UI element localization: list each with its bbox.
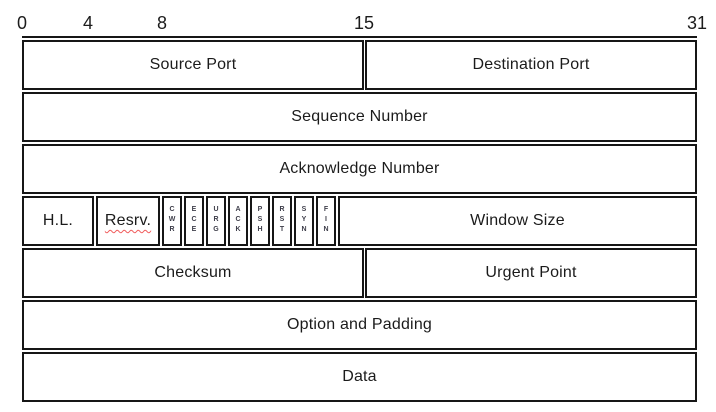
flag-syn-label: SYN — [300, 206, 308, 236]
flag-ack-label: ACK — [234, 206, 242, 236]
row-acknowledge-number: Acknowledge Number — [22, 144, 697, 194]
flag-psh-label: PSH — [256, 206, 264, 236]
flag-ece: ECE — [184, 196, 204, 246]
reserved-label: Resrv. — [104, 212, 152, 229]
field-acknowledge-number: Acknowledge Number — [22, 144, 697, 194]
flag-rst: RST — [272, 196, 292, 246]
field-sequence-number: Sequence Number — [22, 92, 697, 142]
field-checksum: Checksum — [22, 248, 364, 298]
tcp-header-diagram: 0 4 8 15 31 Source Port Destination Port… — [17, 5, 707, 402]
flag-ack: ACK — [228, 196, 248, 246]
flag-cwr: CWR — [162, 196, 182, 246]
row-data: Data — [22, 352, 697, 402]
field-data: Data — [22, 352, 697, 402]
flag-urg: URG — [206, 196, 226, 246]
field-destination-port: Destination Port — [365, 40, 697, 90]
ruler-tick-8: 8 — [156, 13, 168, 33]
flag-ece-label: ECE — [190, 206, 198, 236]
flag-cwr-label: CWR — [168, 206, 176, 236]
flag-psh: PSH — [250, 196, 270, 246]
flag-fin-label: FIN — [322, 206, 330, 236]
flag-urg-label: URG — [212, 206, 220, 236]
field-urgent-point: Urgent Point — [365, 248, 697, 298]
field-header-length: H.L. — [22, 196, 94, 246]
ruler-tick-0: 0 — [16, 13, 28, 33]
field-source-port: Source Port — [22, 40, 364, 90]
bit-ruler: 0 4 8 15 31 — [17, 5, 707, 38]
flag-fin: FIN — [316, 196, 336, 246]
field-option-and-padding: Option and Padding — [22, 300, 697, 350]
field-reserved: Resrv. — [96, 196, 160, 246]
ruler-tick-4: 4 — [82, 13, 94, 33]
row-ports: Source Port Destination Port — [22, 40, 697, 90]
row-option-padding: Option and Padding — [22, 300, 697, 350]
row-flags: H.L. Resrv. CWR ECE URG ACK PSH RST SYN … — [22, 196, 697, 246]
flag-syn: SYN — [294, 196, 314, 246]
flag-rst-label: RST — [278, 206, 286, 236]
row-sequence-number: Sequence Number — [22, 92, 697, 142]
field-window-size: Window Size — [338, 196, 697, 246]
ruler-tick-31: 31 — [686, 13, 708, 33]
ruler-tick-15: 15 — [353, 13, 375, 33]
row-checksum-urgent: Checksum Urgent Point — [22, 248, 697, 298]
